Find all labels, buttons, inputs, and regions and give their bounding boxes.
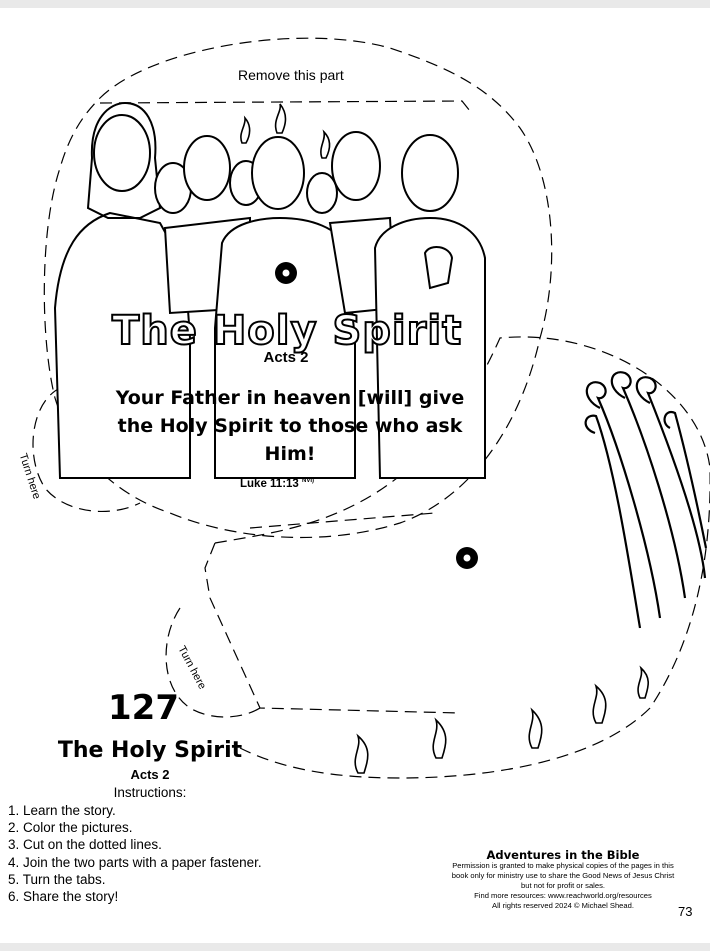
remove-part-label: Remove this part	[238, 67, 344, 83]
person-5-head	[251, 136, 305, 210]
permission-line: Find more resources: www.reachworld.org/…	[474, 891, 652, 900]
memory-verse: Your Father in heaven [will] give the Ho…	[115, 387, 465, 465]
instruction-step: 4. Join the two parts with a paper faste…	[8, 854, 262, 870]
top-wheel-outline	[43, 37, 553, 539]
remove-part-edge	[99, 100, 471, 112]
person-3-head	[183, 135, 231, 201]
instruction-step: 2. Color the pictures.	[8, 820, 133, 836]
permission-line: book only for ministry use to share the …	[451, 871, 675, 880]
person-1-body	[53, 211, 191, 479]
window-guide	[249, 512, 436, 529]
flame-3	[320, 129, 331, 159]
bottom-window-edge	[204, 542, 461, 714]
flame-1	[240, 115, 251, 144]
small-flame-5	[637, 665, 650, 699]
instruction-step: 3. Cut on the dotted lines.	[8, 837, 162, 853]
fastener-hole-bottom-inner	[463, 554, 471, 562]
wind-swirl-3	[635, 376, 707, 579]
person-8-head	[401, 134, 459, 212]
activity-page: Remove this part The Holy Spirit Acts 2 …	[0, 8, 710, 943]
story-reference: Acts 2	[130, 767, 170, 782]
verse-reference: Luke 11:13 NVI)	[240, 478, 314, 490]
top-turn-tab	[32, 387, 141, 513]
bottom-wheel-outline	[214, 336, 710, 779]
footer-brand: Adventures in the Bible	[486, 848, 640, 862]
small-flame-2	[432, 717, 447, 759]
flame-2	[274, 103, 287, 134]
instruction-step: 5. Turn the tabs.	[8, 871, 106, 887]
instruction-step: 1. Learn the story.	[8, 803, 116, 818]
instruction-step: 6. Share the story!	[8, 889, 119, 905]
person-1-head	[93, 114, 151, 192]
story-number: 127	[108, 688, 179, 728]
wheel-artwork	[32, 37, 710, 779]
person-8-hands	[423, 246, 454, 290]
instructions-list: 1. Learn the story. 2. Color the picture…	[8, 802, 262, 905]
story-title: The Holy Spirit	[57, 738, 243, 763]
small-flame-4	[592, 683, 607, 724]
instructions-heading: Instructions:	[113, 785, 187, 800]
permission-line: but not for profit or sales.	[521, 881, 605, 890]
permission-line: All rights reserved 2024 © Michael Shead…	[492, 901, 634, 910]
permission-notice: Permission is granted to make physical c…	[433, 861, 693, 911]
permission-line: Permission is granted to make physical c…	[452, 861, 674, 870]
fastener-hole-top-inner	[282, 269, 290, 277]
bottom-turn-tab	[165, 607, 261, 718]
small-flame-3	[528, 707, 543, 749]
wind-swirl-4	[584, 414, 642, 629]
wind-swirl-1	[585, 381, 662, 619]
verse-reference-text: Luke 11:13	[240, 478, 299, 490]
verse-version: NVI)	[302, 478, 315, 485]
page-number: 73	[678, 904, 693, 919]
wheel-reference: Acts 2	[263, 349, 309, 366]
wind-swirl-2	[610, 371, 687, 599]
small-flame-1	[354, 733, 369, 774]
wheel-title: The Holy Spirit	[111, 307, 463, 355]
person-7-head	[331, 131, 381, 201]
person-6-head	[306, 172, 338, 214]
wind-swirl-5	[663, 410, 708, 549]
person-8-body	[373, 216, 486, 479]
